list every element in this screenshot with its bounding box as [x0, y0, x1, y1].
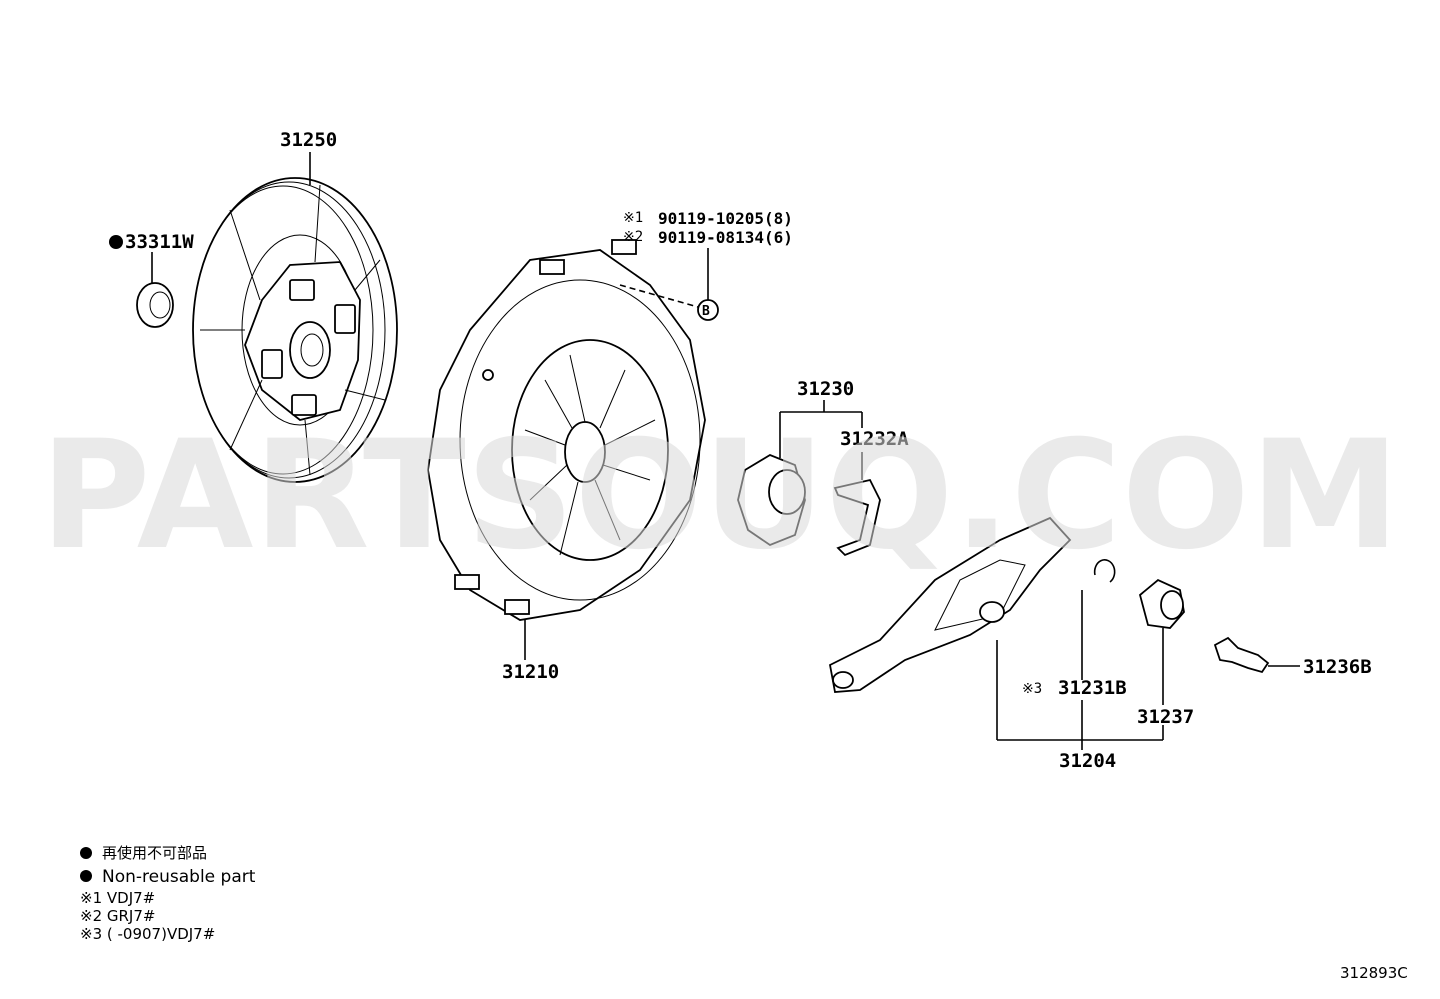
legend-note-2: ※2 GRJ7# — [80, 907, 155, 925]
part-label-31237[interactable]: 31237 — [1137, 706, 1194, 728]
note-mark-2: ※2 — [623, 229, 643, 245]
part-label-31250[interactable]: 31250 — [280, 129, 337, 151]
clip-drawing[interactable] — [833, 478, 881, 557]
release-fork-drawing[interactable] — [828, 516, 1072, 693]
non-reusable-dot-icon — [109, 235, 123, 249]
part-label-33311w[interactable]: 33311W — [125, 231, 194, 253]
snap-ring-drawing[interactable] — [1093, 559, 1116, 583]
dashed-leader-bolt — [619, 284, 699, 308]
bolt-part-number-1[interactable]: 90119-10205(8) — [658, 209, 793, 228]
pilot-bearing-drawing[interactable] — [136, 282, 174, 328]
note-mark-1: ※1 — [623, 210, 643, 226]
legend-jp: 再使用不可部品 — [102, 844, 207, 862]
release-bearing-drawing[interactable] — [737, 453, 806, 547]
legend-note-1: ※1 VDJ7# — [80, 889, 155, 907]
callout-b-circle — [697, 299, 719, 321]
clutch-disc-drawing[interactable] — [192, 177, 398, 483]
note-mark-3: ※3 — [1022, 681, 1042, 697]
part-label-31230[interactable]: 31230 — [797, 378, 854, 400]
part-label-31232a[interactable]: 31232A — [840, 428, 909, 450]
part-label-31210[interactable]: 31210 — [502, 661, 559, 683]
legend-dot-icon-jp — [80, 847, 92, 859]
legend-note-3: ※3 ( -0907)VDJ7# — [80, 925, 215, 943]
legend-dot-icon-en — [80, 870, 92, 882]
bolt-part-number-2[interactable]: 90119-08134(6) — [658, 228, 793, 247]
watermark: PARTSOUQ.COM — [40, 409, 1400, 583]
callout-b-letter: B — [702, 304, 710, 319]
boot-drawing[interactable] — [1138, 578, 1185, 629]
part-label-31231b[interactable]: 31231B — [1058, 677, 1127, 699]
clutch-cover-drawing[interactable] — [427, 239, 706, 621]
pivot-drawing[interactable] — [1213, 636, 1270, 674]
part-label-31236b[interactable]: 31236B — [1303, 656, 1372, 678]
part-label-31204[interactable]: 31204 — [1059, 750, 1116, 772]
figure-code: 312893C — [1340, 964, 1408, 982]
legend-en: Non-reusable part — [102, 867, 256, 887]
